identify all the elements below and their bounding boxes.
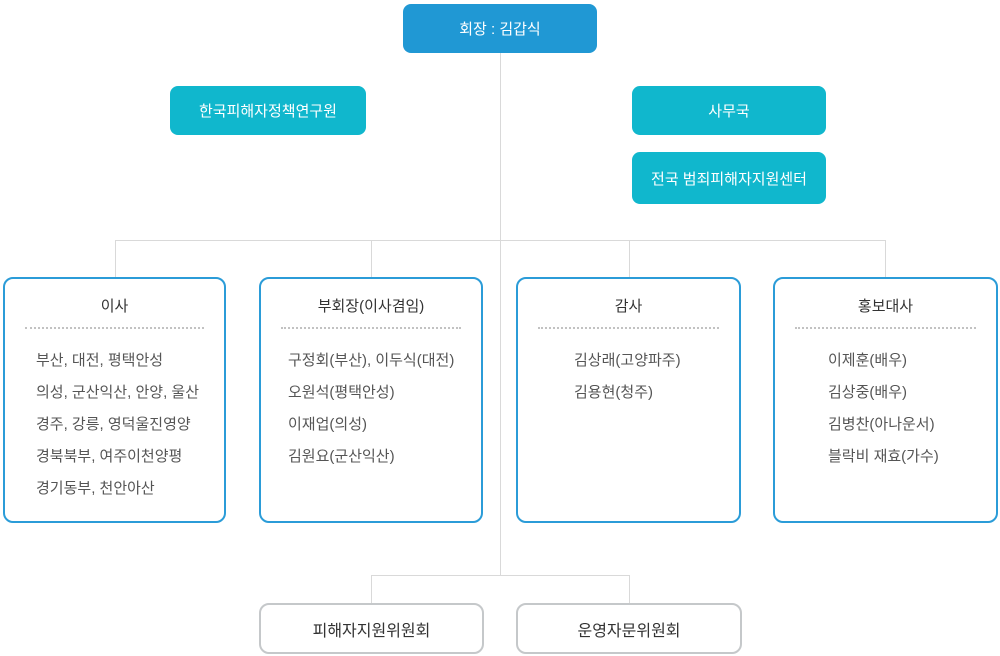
research-institute-label: 한국피해자정책연구원: [198, 103, 337, 120]
dotted-divider: [795, 327, 976, 329]
committee-victim-support-label: 피해자지원위원회: [312, 622, 431, 640]
member-item: 의성, 군산익산, 안양, 울산: [36, 384, 200, 401]
member-item: 오원석(평택안성): [288, 384, 395, 401]
dept-vice-chairman-title: 부회장(이사겸임): [317, 298, 425, 315]
dotted-divider: [25, 327, 204, 329]
dept-ambassador-title: 홍보대사: [857, 298, 914, 315]
member-item: 구정회(부산), 이두식(대전): [288, 352, 455, 369]
dept-directors-box: 이사 부산, 대전, 평택안성 의성, 군산익산, 안양, 울산 경주, 강릉,…: [3, 277, 226, 523]
member-item: 이재업(의성): [288, 416, 367, 433]
dotted-divider: [538, 327, 719, 329]
committee-advisory-box: 운영자문위원회: [516, 603, 742, 654]
connector-rail-bottom: [371, 575, 629, 576]
connector-drop-dept-2: [371, 240, 372, 277]
secretariat-label: 사무국: [708, 103, 750, 120]
member-item: 김상래(고양파주): [574, 352, 681, 369]
member-item: 경기동부, 천안아산: [36, 480, 155, 497]
dept-auditor-box: 감사 김상래(고양파주) 김용현(청주): [516, 277, 741, 523]
dept-auditor-members: 김상래(고양파주) 김용현(청주): [518, 345, 739, 409]
member-item: 김병찬(아나운서): [828, 416, 935, 433]
chairman-box: 회장 : 김갑식: [403, 4, 597, 53]
member-item: 경주, 강릉, 영덕울진영양: [36, 416, 191, 433]
national-center-box: 전국 범죄피해자지원센터: [632, 152, 826, 204]
connector-drop-dept-4: [885, 240, 886, 277]
connector-drop-committee-1: [371, 575, 372, 603]
national-center-label: 전국 범죄피해자지원센터: [651, 170, 807, 188]
member-item: 김원요(군산익산): [288, 448, 395, 465]
dept-vice-chairman-box: 부회장(이사겸임) 구정회(부산), 이두식(대전) 오원석(평택안성) 이재업…: [259, 277, 483, 523]
connector-drop-dept-3: [629, 240, 630, 277]
dept-ambassador-box: 홍보대사 이제훈(배우) 김상중(배우) 김병찬(아나운서) 블락비 재효(가수…: [773, 277, 998, 523]
dept-directors-title: 이사: [100, 298, 129, 315]
member-item: 부산, 대전, 평택안성: [36, 352, 164, 369]
member-item: 블락비 재효(가수): [828, 448, 939, 465]
committee-advisory-label: 운영자문위원회: [577, 622, 681, 640]
connector-center-vertical: [500, 240, 501, 575]
chairman-label: 회장 : 김갑식: [459, 21, 541, 38]
dotted-divider: [281, 327, 461, 329]
dept-ambassador-members: 이제훈(배우) 김상중(배우) 김병찬(아나운서) 블락비 재효(가수): [775, 345, 996, 473]
member-item: 이제훈(배우): [828, 352, 907, 369]
member-item: 경북북부, 여주이천양평: [36, 448, 183, 465]
member-item: 김상중(배우): [828, 384, 907, 401]
connector-chairman-vertical: [500, 53, 501, 240]
dept-vice-chairman-members: 구정회(부산), 이두식(대전) 오원석(평택안성) 이재업(의성) 김원요(군…: [261, 345, 481, 473]
connector-drop-committee-2: [629, 575, 630, 603]
connector-drop-dept-1: [115, 240, 116, 277]
dept-directors-members: 부산, 대전, 평택안성 의성, 군산익산, 안양, 울산 경주, 강릉, 영덕…: [5, 345, 224, 505]
dept-auditor-title: 감사: [614, 298, 643, 315]
secretariat-box: 사무국: [632, 86, 826, 135]
committee-victim-support-box: 피해자지원위원회: [259, 603, 484, 654]
research-institute-box: 한국피해자정책연구원: [170, 86, 366, 135]
member-item: 김용현(청주): [574, 384, 653, 401]
